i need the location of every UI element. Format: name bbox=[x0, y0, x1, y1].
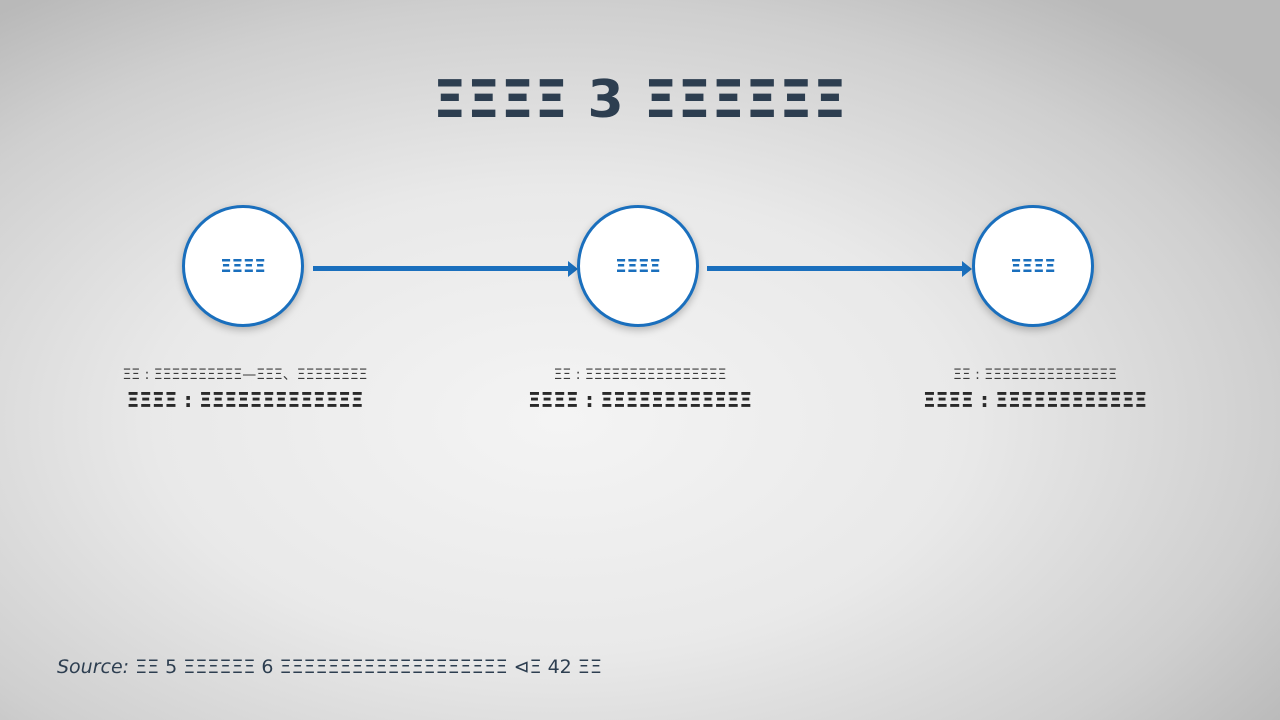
step-3-caption: ΞΞ : ΞΞΞΞΞΞΞΞΞΞΞΞΞΞΞ ΞΞΞΞ : ΞΞΞΞΞΞΞΞΞΞΞΞ bbox=[825, 364, 1245, 414]
source-text: ΞΞ 5 ΞΞΞΞΞΞ 6 ΞΞΞΞΞΞΞΞΞΞΞΞΞΞΞΞΞΞΞ ⊲Ξ 42 … bbox=[135, 656, 602, 678]
step-3-node: ΞΞΞΞ bbox=[972, 205, 1094, 327]
step-1-node: ΞΞΞΞ bbox=[182, 205, 304, 327]
step-3-label: ΞΞΞΞ bbox=[1010, 255, 1056, 277]
step-1-date: ΞΞ : ΞΞΞΞΞΞΞΞΞΞ—ΞΞΞ、ΞΞΞΞΞΞΞΞ bbox=[122, 367, 368, 383]
step-3-date: ΞΞ : ΞΞΞΞΞΞΞΞΞΞΞΞΞΞΞ bbox=[953, 367, 1117, 383]
step-3-description: ΞΞΞΞ : ΞΞΞΞΞΞΞΞΞΞΞΞ bbox=[922, 388, 1148, 412]
step-1-description: ΞΞΞΞ : ΞΞΞΞΞΞΞΞΞΞΞΞΞ bbox=[126, 388, 364, 412]
arrowhead-icon bbox=[568, 260, 578, 277]
page-title: ΞΞΞΞ 3 ΞΞΞΞΞΞ bbox=[433, 70, 847, 130]
arrow-2-to-3 bbox=[707, 260, 972, 277]
step-2-date: ΞΞ : ΞΞΞΞΞΞΞΞΞΞΞΞΞΞΞΞ bbox=[553, 367, 727, 383]
step-2-node: ΞΞΞΞ bbox=[577, 205, 699, 327]
step-2-description: ΞΞΞΞ : ΞΞΞΞΞΞΞΞΞΞΞΞ bbox=[527, 388, 753, 412]
source-prefix: Source: bbox=[57, 656, 130, 678]
step-1-caption: ΞΞ : ΞΞΞΞΞΞΞΞΞΞ—ΞΞΞ、ΞΞΞΞΞΞΞΞ ΞΞΞΞ : ΞΞΞΞ… bbox=[35, 364, 455, 414]
step-1-label: ΞΞΞΞ bbox=[220, 255, 266, 277]
arrow-1-to-2 bbox=[313, 260, 578, 277]
step-2-label: ΞΞΞΞ bbox=[615, 255, 661, 277]
step-2-caption: ΞΞ : ΞΞΞΞΞΞΞΞΞΞΞΞΞΞΞΞ ΞΞΞΞ : ΞΞΞΞΞΞΞΞΞΞΞ… bbox=[430, 364, 850, 414]
source-note: Source: ΞΞ 5 ΞΞΞΞΞΞ 6 ΞΞΞΞΞΞΞΞΞΞΞΞΞΞΞΞΞΞ… bbox=[57, 656, 602, 678]
arrowhead-icon bbox=[962, 260, 972, 277]
